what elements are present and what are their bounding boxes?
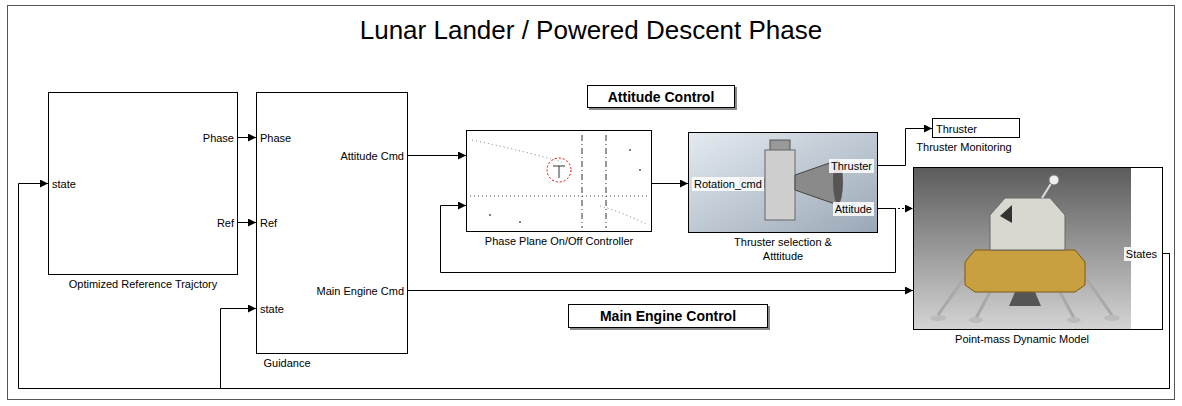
signal-line — [441, 206, 896, 273]
subsystem-block: PhaseRef state Attitude CmdMain Engine Cmd… — [256, 92, 408, 354]
axis-line — [470, 196, 648, 197]
port-label: States — [1124, 247, 1159, 261]
antenna-dish — [1049, 175, 1059, 185]
subsystem-block: statePhaseRefOptimized Reference Trajcto… — [48, 92, 238, 275]
lander-window — [1000, 205, 1012, 223]
descent-stage — [965, 250, 1085, 292]
limit-cycle — [547, 158, 571, 182]
signal-line — [408, 290, 913, 291]
block-caption: Phase Plane On/Off Controller — [485, 234, 633, 248]
footpad — [1067, 317, 1081, 323]
port-label: Thruster — [829, 159, 874, 173]
block-caption: Optimized Reference Trajctory — [69, 277, 218, 291]
signal-line — [238, 137, 256, 138]
block-caption: Thruster selection & Atttitude — [733, 235, 833, 263]
plot-dot — [519, 221, 521, 223]
switch-curve — [472, 140, 562, 162]
display-block: ThrusterThruster Monitoring — [932, 118, 1020, 138]
block-caption: Guidance — [263, 356, 310, 370]
plot-dot — [489, 214, 491, 216]
port-label: state — [260, 302, 284, 316]
footpad — [1104, 315, 1120, 321]
block-caption: Thruster Monitoring — [916, 140, 1011, 154]
plot-ground — [467, 131, 651, 231]
port-label: Ref — [217, 216, 234, 230]
signal-line — [652, 183, 688, 184]
deadband-line — [606, 135, 607, 228]
thruster-valve — [765, 150, 795, 220]
port-label: Thruster — [936, 122, 977, 136]
signal-line — [19, 184, 1170, 389]
diagram-title: Lunar Lander / Powered Descent Phase — [0, 14, 1182, 46]
lander-leg — [1060, 292, 1074, 318]
plot-dot — [639, 169, 641, 171]
section-title: Main Engine Control — [600, 307, 736, 325]
port-label: Main Engine Cmd — [317, 284, 404, 298]
port-label: Phase — [260, 131, 291, 145]
image-block: StatesPoint-mass Dynamic Model — [913, 167, 1163, 330]
lander-photo — [914, 168, 1131, 329]
footpad — [930, 315, 946, 321]
section-title: Attitude Control — [608, 88, 715, 106]
switch-curve — [600, 206, 646, 224]
signal-line — [221, 254, 1170, 389]
block-caption: Point-mass Dynamic Model — [955, 332, 1089, 346]
port-label: Rotation_cmd — [692, 177, 764, 191]
port-label: Ref — [260, 216, 277, 230]
section-label: Attitude Control — [587, 85, 735, 108]
plot-dot — [629, 149, 631, 151]
image-block: Rotation_cmdThrusterAttitudeThruster sel… — [688, 132, 878, 233]
antenna — [1042, 182, 1052, 198]
thruster-photo — [689, 133, 877, 232]
port-label: Phase — [203, 131, 234, 145]
section-label: Main Engine Control — [568, 304, 768, 328]
ascent-stage — [990, 198, 1065, 250]
port-label: Attitude — [833, 202, 874, 216]
footpad — [969, 317, 983, 323]
signal-line — [238, 222, 256, 223]
signal-line — [408, 155, 466, 156]
state-marker — [553, 166, 565, 178]
lander-leg — [976, 292, 990, 318]
deadband-line — [582, 135, 583, 228]
port-label: Attitude Cmd — [340, 149, 404, 163]
port-label: state — [52, 177, 76, 191]
frame — [8, 6, 1175, 400]
descent-nozzle — [1009, 292, 1041, 306]
image-block: Phase Plane On/Off Controller — [466, 130, 652, 232]
